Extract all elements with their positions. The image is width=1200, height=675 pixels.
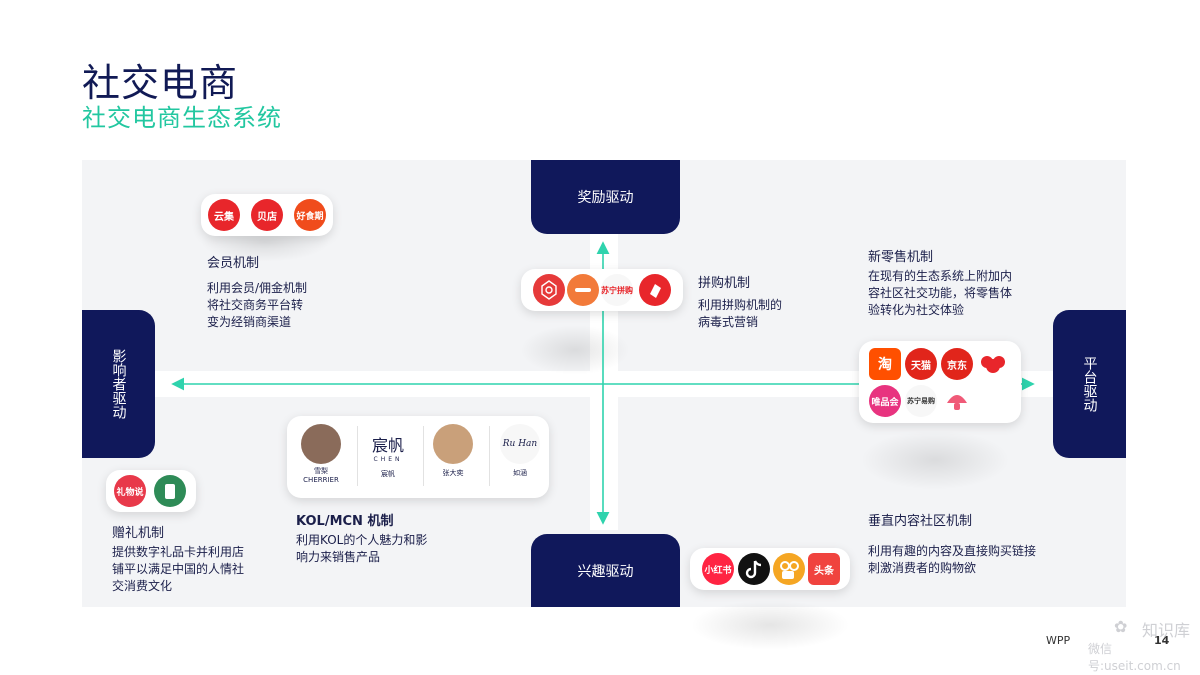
kol-name: 张大奕 [442,469,464,477]
content-heading: 垂直内容社区机制 [868,514,973,529]
driver-platform: 平台驱动 [1053,310,1126,458]
kol-line: 响力来销售产品 [296,550,381,564]
newretail-heading: 新零售机制 [868,250,934,265]
kol-name: 宸帆 [381,470,395,478]
groupbuy-orange-logo-icon [567,274,599,306]
driver-influencer-label: 影响者驱动 [110,349,127,419]
douyin-logo-icon [738,553,770,585]
kol-person: 雪梨 CHERRIER [299,424,343,484]
newretail-line: 容社区社交功能，将零售体 [868,286,1013,300]
tmall-logo-icon: 天猫 [905,348,937,380]
groupbuy-logo-card: 苏宁拼购 [521,269,683,311]
mogu-logo-icon [941,385,973,417]
gift-line: 提供数字礼品卡并利用店 [112,545,245,559]
suning-logo-icon: 苏宁易购 [905,385,937,417]
membership-logo-card: 云集 贝店 好食期 [201,194,333,236]
kol-avatar [301,424,341,464]
membership-line: 将社交商务平台转 [207,298,304,312]
haoshiqi-logo-icon: 好食期 [294,199,326,231]
kol-description: 利用KOL的个人魅力和影 响力来销售产品 [296,532,427,566]
kol-person: Ru Han 如涵 [497,424,543,478]
kol-card: 雪梨 CHERRIER 宸帆 CHEN 宸帆 张大奕 Ru Han 如涵 [287,416,549,498]
gift-line: 交消费文化 [112,579,173,593]
watermark-id: 微信号:useit.com.cn [1088,642,1181,673]
toutiao-logo-icon: 头条 [808,553,840,585]
pinduoduo-logo-icon [533,274,565,306]
chenfan-logo: 宸帆 [371,436,404,455]
content-line: 利用有趣的内容及直接购买链接 [868,544,1037,558]
gift-logo-card: 礼物说 [106,470,196,512]
membership-line: 变为经销商渠道 [207,315,292,329]
gift-line: 铺平以满足中国的人情社 [112,562,245,576]
footer-brand: WPP [1046,634,1071,647]
ruhan-logo: Ru Han [500,424,540,464]
membership-heading: 会员机制 [207,256,260,271]
gift-description: 提供数字礼品卡并利用店 铺平以满足中国的人情社 交消费文化 [112,544,244,595]
shadow-blob [520,325,630,375]
suning-pingou-logo-icon: 苏宁拼购 [601,274,633,306]
shadow-blob [860,430,1010,490]
driver-influencer: 影响者驱动 [82,310,155,458]
chenfan-logo-sub: CHEN [373,456,403,463]
watermark-title: 知识库 [1142,621,1191,640]
liwushuo-logo-icon: 礼物说 [114,475,146,507]
jd-logo-icon: 京东 [941,348,973,380]
groupbuy-description: 利用拼购机制的 病毒式营销 [698,297,782,331]
yunji-logo-icon: 云集 [208,199,240,231]
kol-name: 雪梨 [314,467,328,475]
gift-heading: 赠礼机制 [112,526,165,541]
kuaishou-logo-icon [773,553,805,585]
content-logo-card: 小红书 头条 [690,548,850,590]
wechat-icon: ✿ [1114,617,1128,636]
divider [357,426,358,486]
kol-person: 宸帆 CHEN 宸帆 [363,426,413,479]
newretail-description: 在现有的生态系统上附加内 容社区社交功能，将零售体 验转化为社交体验 [868,268,1012,319]
page-number: 14 [1154,634,1170,647]
kol-sub: CHERRIER [303,476,339,484]
newretail-line: 验转化为社交体验 [868,303,965,317]
xiaohongshu-logo-icon: 小红书 [702,553,734,585]
shadow-blob [690,600,850,650]
taobao-logo-icon: 淘 [869,348,901,380]
membership-line: 利用会员/佣金机制 [207,281,308,295]
page-subtitle: 社交电商生态系统 [82,104,282,132]
membership-description: 利用会员/佣金机制 将社交商务平台转 变为经销商渠道 [207,280,307,331]
driver-platform-label: 平台驱动 [1081,356,1098,412]
kol-person: 张大奕 [431,424,475,478]
kaola-logo-icon [977,348,1009,380]
divider [489,426,490,486]
groupbuy-line: 病毒式营销 [698,315,759,329]
newretail-line: 在现有的生态系统上附加内 [868,269,1013,283]
newretail-logo-card: 淘 天猫 京东 唯品会 苏宁易购 [859,341,1021,423]
content-line: 刺激消费者的购物欲 [868,561,977,575]
driver-reward: 奖励驱动 [531,160,680,234]
kol-name: 如涵 [513,469,527,477]
kol-heading: KOL/MCN 机制 [296,514,394,529]
groupbuy-red-logo-icon [639,274,671,306]
divider [423,426,424,486]
vipshop-logo-icon: 唯品会 [869,385,901,417]
content-description: 利用有趣的内容及直接购买链接 刺激消费者的购物欲 [868,543,1036,577]
starbucks-gift-logo-icon [154,475,186,507]
groupbuy-line: 利用拼购机制的 [698,298,783,312]
page-title: 社交电商 [82,61,239,105]
kol-line: 利用KOL的个人魅力和影 [296,533,428,547]
beidian-logo-icon: 贝店 [251,199,283,231]
driver-interest: 兴趣驱动 [531,534,680,607]
kol-avatar [433,424,473,464]
groupbuy-heading: 拼购机制 [698,276,751,291]
